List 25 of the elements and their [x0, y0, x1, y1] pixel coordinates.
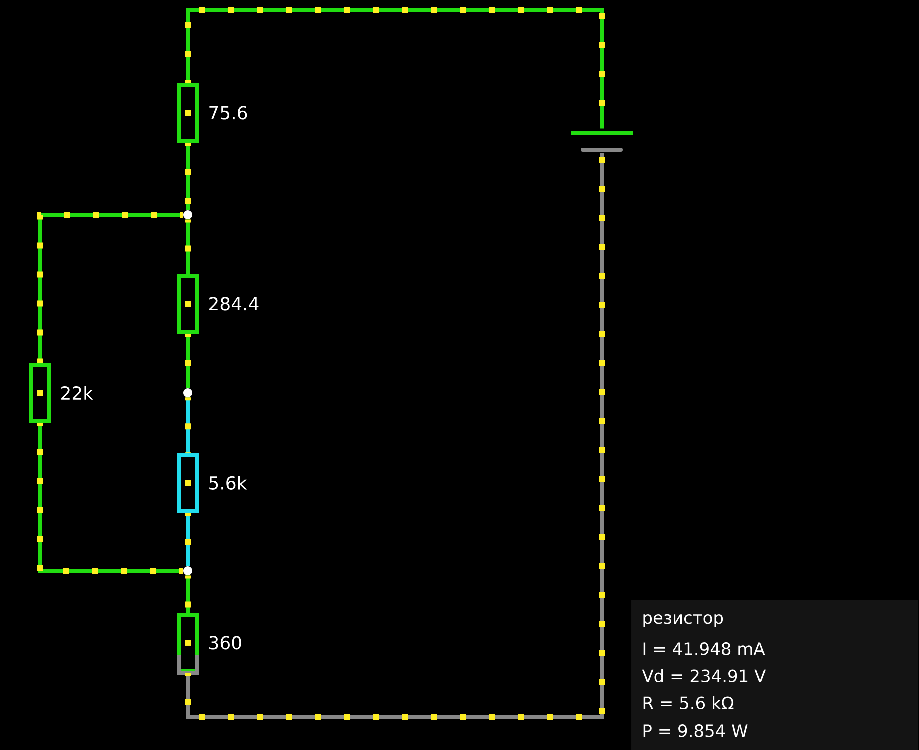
value-label: 75.6	[210, 106, 248, 120]
resistor-symbol	[29, 363, 51, 423]
value-label: 284.4	[210, 297, 259, 311]
value-label: 5.6k	[210, 476, 248, 490]
battery-symbol	[571, 131, 633, 152]
wire	[185, 7, 605, 129]
resistor-symbol	[177, 612, 199, 675]
wire	[37, 423, 184, 574]
value-label: 360	[210, 636, 242, 650]
resistor-symbol	[177, 83, 199, 143]
wire	[185, 220, 191, 274]
junction-dot	[184, 566, 192, 576]
junction-dot	[184, 388, 192, 398]
wire	[185, 398, 191, 453]
wire	[185, 143, 191, 210]
resistor-symbol	[177, 452, 199, 513]
wire	[185, 334, 191, 388]
value-label: 22k	[62, 386, 94, 400]
info-panel: резистор I = 41.948 mA Vd = 234.91 V R = 5.6 kΩ P = 9.854 W	[632, 600, 918, 750]
wire	[185, 153, 605, 720]
wire	[185, 512, 191, 566]
wire	[37, 212, 184, 363]
wire	[185, 576, 191, 613]
junction-dot	[184, 210, 192, 220]
resistor-symbol	[177, 274, 199, 334]
